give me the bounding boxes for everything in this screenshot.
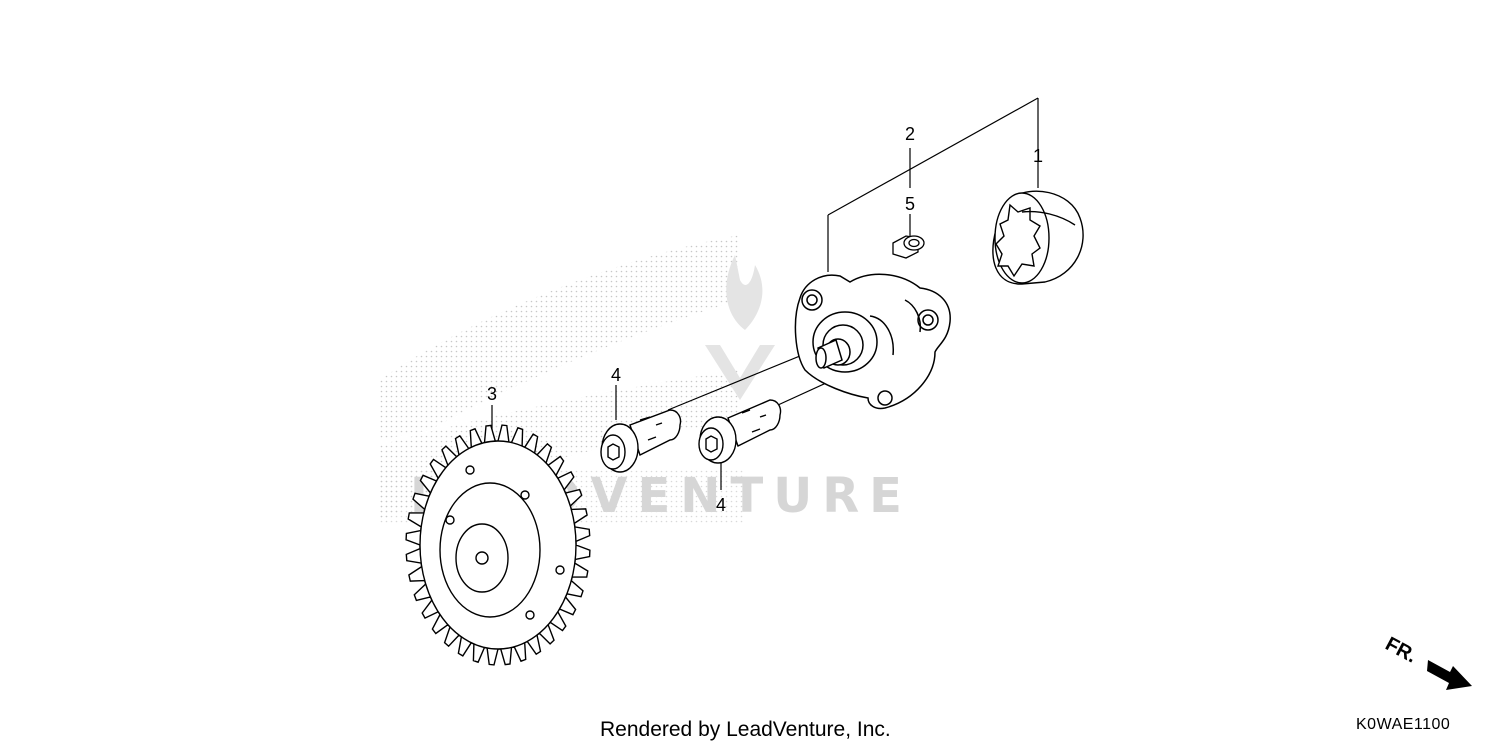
- diagram-code: K0WAE1100: [1356, 716, 1451, 733]
- part-4-bolt-lower[interactable]: [698, 399, 782, 464]
- front-direction-label: FR.: [1382, 633, 1421, 668]
- part-3-gear[interactable]: [405, 424, 591, 666]
- footer-credit: Rendered by LeadVenture, Inc.: [600, 718, 891, 741]
- callout-5[interactable]: 5: [905, 194, 915, 214]
- callout-2[interactable]: 2: [905, 124, 915, 144]
- part-5-dowel[interactable]: [892, 235, 925, 259]
- callout-4-upper[interactable]: 4: [611, 365, 621, 385]
- callout-3[interactable]: 3: [487, 384, 497, 404]
- arrow-right-icon: [1427, 660, 1472, 690]
- part-1-rotor[interactable]: [992, 190, 1084, 285]
- part-2-pump-body[interactable]: [794, 273, 951, 410]
- part-4-bolt-upper[interactable]: [600, 409, 682, 473]
- callout-4-lower[interactable]: 4: [716, 495, 726, 515]
- leader-lines: [491, 97, 1039, 490]
- callout-labels: 1 2 5 3 4 4: [487, 124, 1043, 515]
- front-direction-arrow: FR.: [1382, 633, 1472, 690]
- callout-1[interactable]: 1: [1033, 146, 1043, 166]
